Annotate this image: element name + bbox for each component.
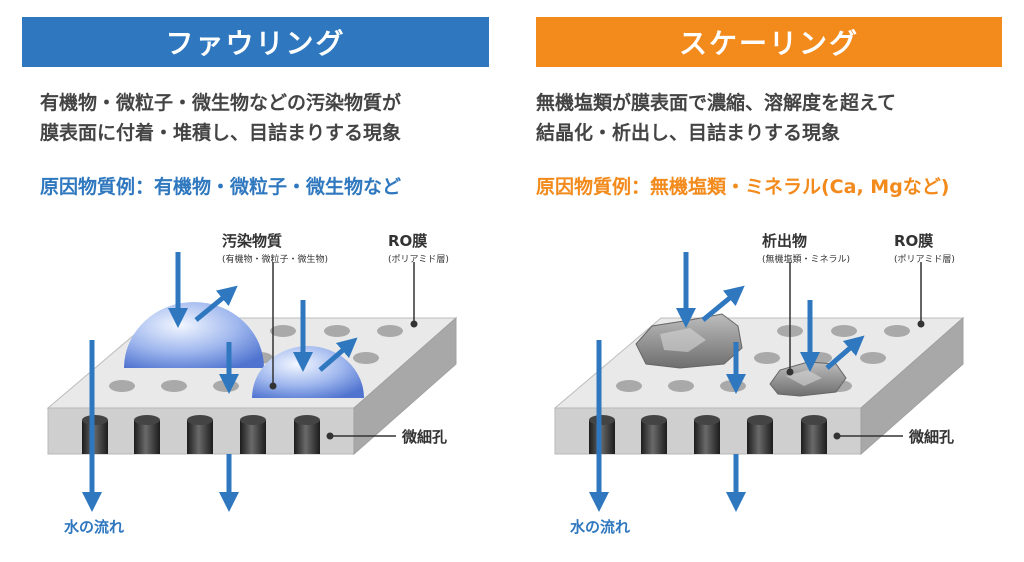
water-flow-label: 水の流れ: [64, 518, 124, 536]
precipitate-rocks: [635, 313, 847, 397]
fouling-description-line1: 有機物・微粒子・微生物などの汚染物質が: [40, 92, 402, 114]
membrane-label: RO膜: [388, 232, 427, 250]
contaminant-sublabel: (有機物・微粒子・微生物): [222, 253, 328, 265]
micropore-cylinders: [82, 415, 320, 454]
fouling-cause: 原因物質例：有機物・微粒子・微生物など: [40, 176, 402, 198]
precipitate-label: 析出物: [762, 232, 807, 250]
contaminant-label: 汚染物質: [222, 232, 282, 250]
micropore-label: 微細孔: [908, 428, 954, 446]
precipitate-sublabel: (無機塩類・ミネラル): [762, 253, 850, 265]
scaling-description-line1: 無機塩類が膜表面で濃縮、溶解度を超えて: [536, 92, 897, 114]
leader-lines: [272, 262, 415, 437]
fouling-diagram: 汚染物質 (有機物・微粒子・微生物) RO膜 (ポリアミド層) 微細孔 水の流れ: [46, 232, 458, 536]
scaling-title: スケーリング: [536, 17, 1002, 67]
membrane-label: RO膜: [894, 232, 933, 250]
micropore-label: 微細孔: [401, 428, 447, 446]
micropore-cylinders: [589, 415, 827, 454]
scaling-description-line2: 結晶化・析出し、目詰まりする現象: [536, 122, 841, 144]
fouling-title: ファウリング: [22, 17, 489, 67]
membrane-sublabel: (ポリアミド層): [388, 254, 449, 265]
leader-lines: [789, 262, 922, 437]
water-flow-label: 水の流れ: [570, 518, 630, 536]
water-flow-arrows: [82, 252, 358, 512]
water-flow-arrows: [589, 252, 865, 512]
fouling-description-line2: 膜表面に付着・堆積し、目詰まりする現象: [40, 122, 402, 144]
scaling-cause: 原因物質例：無機塩類・ミネラル(Ca, Mgなど): [536, 176, 950, 198]
scaling-diagram: 析出物 (無機塩類・ミネラル) RO膜 (ポリアミド層) 微細孔 水の流れ: [553, 232, 965, 536]
membrane-sublabel: (ポリアミド層): [894, 254, 955, 265]
